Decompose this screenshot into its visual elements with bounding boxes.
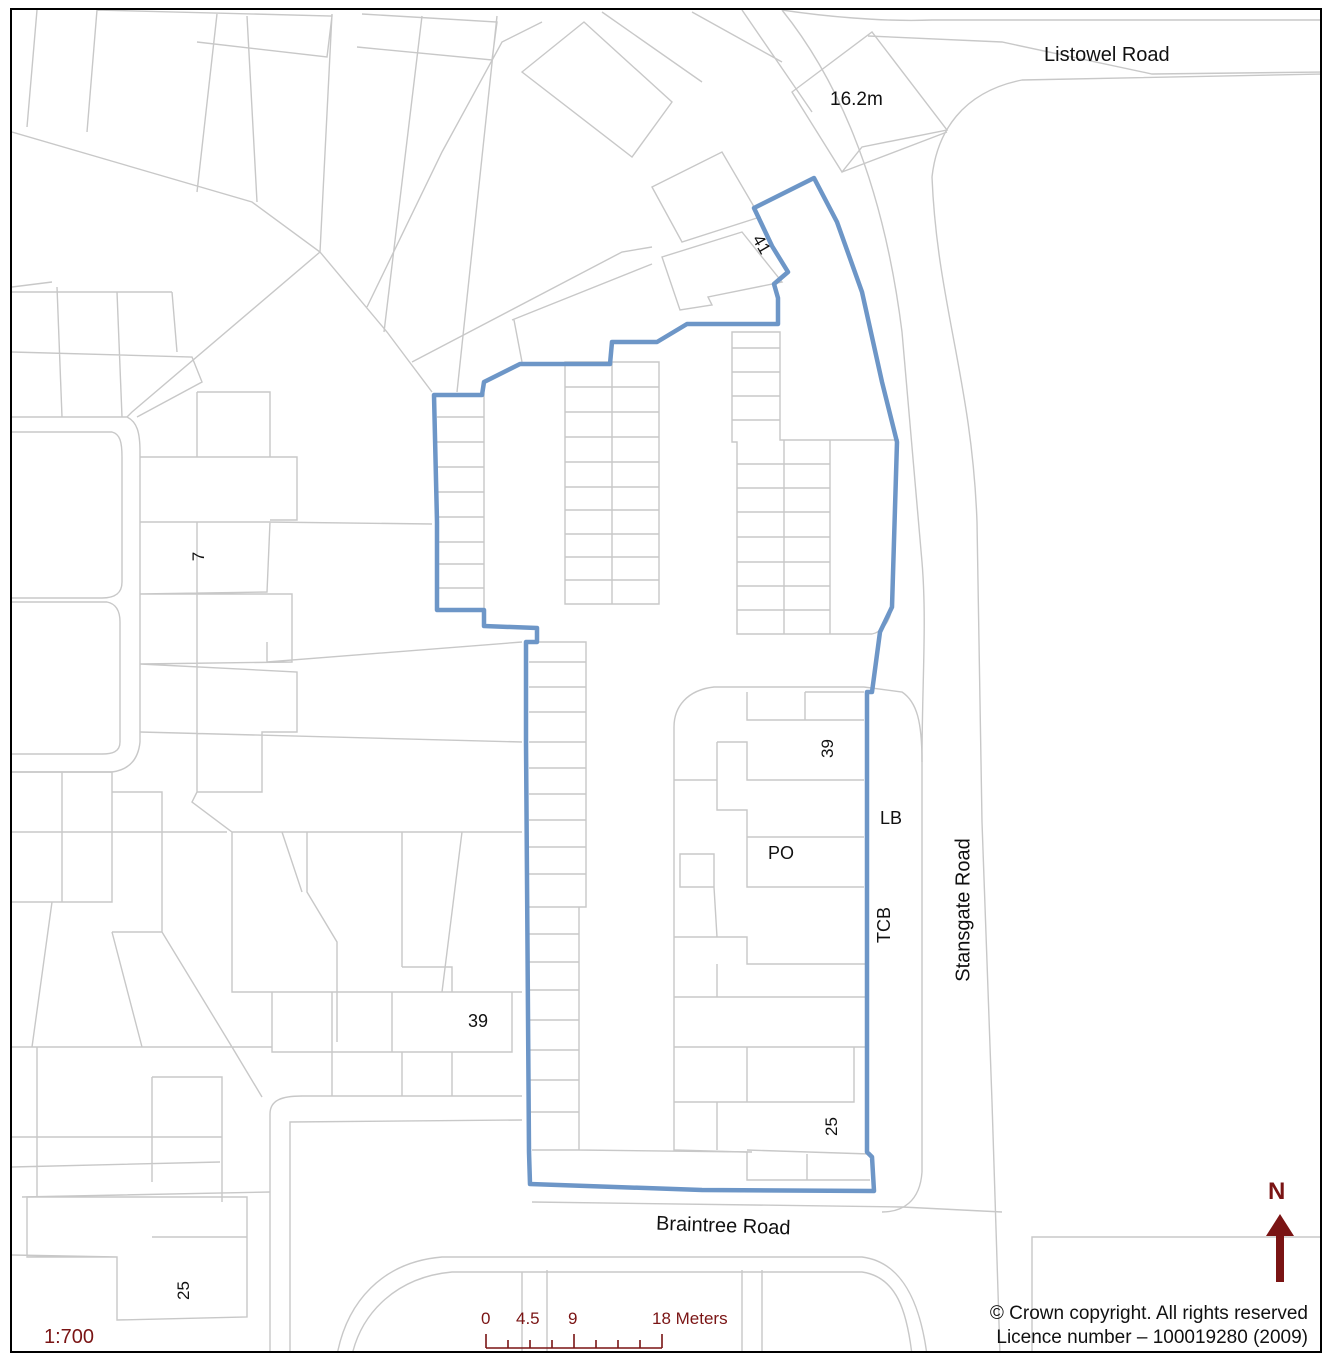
west-courtyard-2 [12, 601, 121, 755]
basemap [12, 10, 1320, 1351]
label-lb: LB [880, 808, 903, 828]
copyright-line-2: Licence number – 100019280 (2009) [996, 1326, 1308, 1348]
stansgate-road-east-kerb [1031, 1236, 1320, 1351]
listowel-road-kerb-south [867, 35, 1320, 75]
map-frame[interactable] [10, 8, 1322, 1353]
scale-tick-4-5: 4.5 [516, 1309, 540, 1328]
north-label: N [1268, 1178, 1286, 1205]
stansgate-road-centre [931, 176, 1001, 1351]
braintree-road-kerb-2 [289, 1119, 523, 1351]
sw-plots [12, 771, 522, 1321]
spot-height-label: 16.2m [830, 89, 883, 110]
copyright-notice: © Crown copyright. All rights reserved L… [990, 1302, 1308, 1350]
road-label-braintree: Braintree Road [655, 1212, 791, 1240]
braintree-road-lower-2 [352, 1271, 913, 1351]
mid-west-plots [139, 391, 523, 1042]
west-courtyard [12, 431, 123, 599]
scale-bar [485, 1334, 663, 1349]
nw-plot-lines [12, 10, 813, 418]
garages-centre-block [564, 361, 660, 605]
label-tcb: TCB [874, 907, 894, 943]
garages-west-row [437, 393, 485, 611]
listowel-road-kerb-north [781, 10, 1320, 22]
shop-terrace [673, 686, 923, 1181]
house-number-7: 7 [189, 551, 209, 562]
house-number-39-west: 39 [468, 1011, 489, 1031]
stansgate-road-west-kerb [781, 10, 925, 1213]
braintree-road-lower [337, 1256, 928, 1351]
house-number-25-east: 25 [821, 1117, 841, 1136]
house-number-39-east: 39 [817, 739, 837, 758]
scale-ratio: 1:700 [44, 1326, 95, 1348]
site-boundary-outline[interactable] [431, 175, 900, 1194]
listowel-road-corner [931, 73, 1320, 178]
site-boundary[interactable] [12, 10, 1322, 1353]
scale-tick-0: 0 [481, 1309, 491, 1328]
braintree-road-south-kerb [21, 1191, 1003, 1213]
road-label-stansgate: Stansgate Road [952, 838, 975, 982]
copyright-line-1: © Crown copyright. All rights reserved [989, 1303, 1308, 1324]
road-label-listowel: Listowel Road [1044, 44, 1170, 66]
scale-tick-9: 9 [568, 1309, 578, 1328]
north-arrow-icon [1266, 1214, 1294, 1282]
lower-plots [521, 1270, 763, 1351]
west-block-outline [12, 416, 141, 773]
scale-tick-18-meters: 18 Meters [652, 1309, 728, 1328]
garages-east-block [731, 331, 899, 635]
label-po: PO [768, 843, 795, 863]
garages-south-row [529, 641, 753, 1153]
house-number-25-west: 25 [173, 1281, 193, 1300]
braintree-road-north-kerb [269, 1095, 522, 1351]
